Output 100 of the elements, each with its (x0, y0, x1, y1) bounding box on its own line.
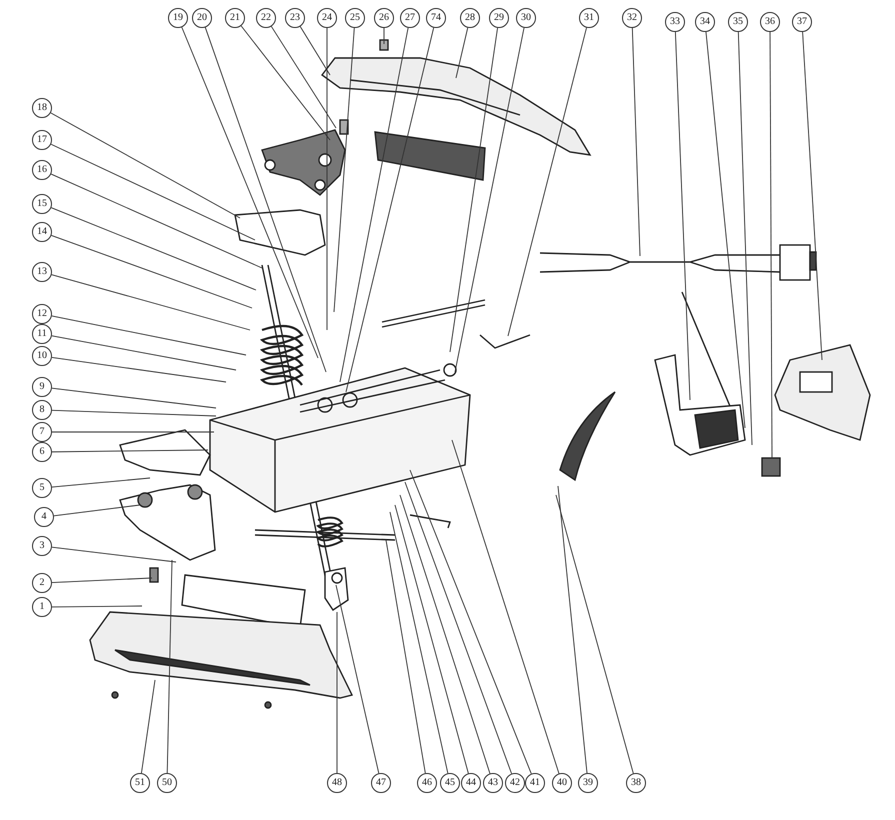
callout-number: 4 (34, 507, 54, 527)
leader-line (336, 612, 338, 774)
leader-line (51, 356, 226, 382)
callout-number: 44 (461, 773, 481, 793)
callout-number: 30 (516, 8, 536, 28)
leader-line (334, 28, 355, 312)
callout-number: 50 (157, 773, 177, 793)
callout-number: 31 (579, 8, 599, 28)
callout-number: 35 (728, 12, 748, 32)
leader-line (410, 470, 532, 774)
callout-number: 26 (374, 8, 394, 28)
callout-number: 51 (130, 773, 150, 793)
callout-number: 10 (32, 346, 52, 366)
callout-number: 8 (32, 400, 52, 420)
callout-number: 2 (32, 573, 52, 593)
leader-line (390, 512, 448, 774)
leader-line (508, 27, 587, 336)
leader-line (52, 450, 208, 452)
callout-number: 19 (168, 8, 188, 28)
leader-line (386, 540, 426, 774)
leader-line (270, 26, 336, 128)
callout-number: 38 (626, 773, 646, 793)
callout-number: 13 (32, 262, 52, 282)
callout-number: 22 (256, 8, 276, 28)
callout-number: 27 (400, 8, 420, 28)
callout-number: 45 (440, 773, 460, 793)
leader-line (52, 578, 152, 583)
leader-line (51, 335, 236, 370)
leader-line (456, 27, 468, 78)
leader-line (51, 388, 216, 408)
leader-line (204, 27, 326, 372)
callout-number: 42 (505, 773, 525, 793)
callout-number: 17 (32, 130, 52, 150)
callout-number: 74 (426, 8, 446, 28)
callout-number: 9 (32, 377, 52, 397)
leader-line (674, 32, 690, 400)
callout-number: 23 (285, 8, 305, 28)
leader-line (340, 27, 409, 382)
leader-line (770, 32, 772, 458)
callout-number: 1 (32, 597, 52, 617)
leader-line (181, 26, 318, 358)
callout-number: 5 (32, 478, 52, 498)
leader-line (51, 316, 246, 356)
callout-number: 20 (192, 8, 212, 28)
callout-number: 33 (665, 12, 685, 32)
leader-line (52, 410, 216, 416)
callout-number: 48 (327, 773, 347, 793)
callout-number: 18 (32, 98, 52, 118)
leader-line (300, 26, 330, 76)
callout-number: 36 (760, 12, 780, 32)
leader-line (394, 504, 469, 774)
leader-line (53, 504, 140, 516)
leader-line (50, 234, 252, 308)
callout-number: 39 (578, 773, 598, 793)
callout-number: 11 (32, 324, 52, 344)
callout-number: 47 (371, 773, 391, 793)
callout-number: 7 (32, 422, 52, 442)
callout-number: 41 (525, 773, 545, 793)
leader-line (632, 28, 640, 256)
leader-line (166, 560, 172, 774)
callout-number: 15 (32, 194, 52, 214)
leader-line (50, 112, 240, 218)
leader-line (336, 584, 380, 774)
callout-number: 16 (32, 160, 52, 180)
leader-line (404, 482, 512, 774)
leader-line (558, 486, 588, 774)
callout-number: 43 (483, 773, 503, 793)
leader-line (50, 207, 256, 290)
callout-number: 14 (32, 222, 52, 242)
callout-number: 29 (489, 8, 509, 28)
leader-line (51, 546, 176, 562)
callout-number: 46 (417, 773, 437, 793)
leader-line (52, 478, 150, 488)
leader-line (706, 32, 746, 428)
leader-line (240, 25, 330, 140)
leader-line (141, 680, 156, 774)
callout-number: 12 (32, 304, 52, 324)
leader-line (738, 32, 752, 446)
callout-number: 21 (225, 8, 245, 28)
leader-line (51, 274, 250, 330)
leader-line (454, 27, 524, 372)
callout-number: 3 (32, 536, 52, 556)
leader-line (52, 606, 142, 608)
callout-number: 24 (317, 8, 337, 28)
leader-line (556, 494, 634, 774)
leader-line (450, 27, 498, 352)
callout-number: 40 (552, 773, 572, 793)
callout-number: 25 (345, 8, 365, 28)
leader-line (802, 32, 822, 360)
callout-number: 6 (32, 442, 52, 462)
callout-number: 28 (460, 8, 480, 28)
leader-line (346, 27, 434, 392)
callout-number: 32 (622, 8, 642, 28)
leader-line (50, 144, 256, 240)
leader-line (400, 494, 490, 774)
leader-line (452, 440, 560, 774)
callout-number: 37 (792, 12, 812, 32)
callout-number: 34 (695, 12, 715, 32)
leader-line (50, 174, 262, 268)
leader-line (326, 28, 328, 330)
